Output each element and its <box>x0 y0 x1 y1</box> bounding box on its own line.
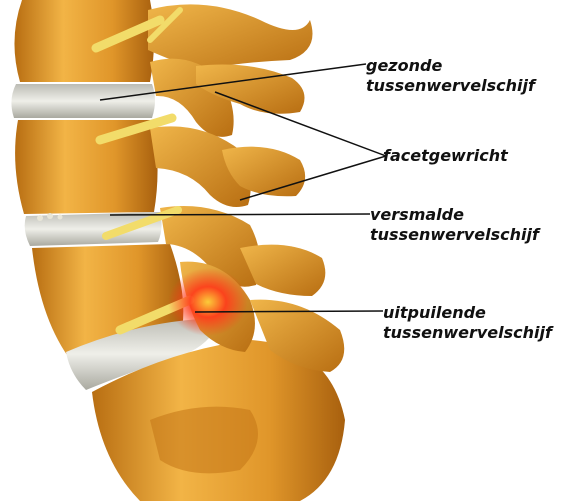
leader-line-bulging-disc <box>195 311 383 312</box>
narrowed-disc <box>25 212 162 246</box>
middle-vertebra <box>15 120 157 214</box>
label-narrowed-disc-line2: tussenwervelschijf <box>370 225 539 245</box>
upper-vertebra <box>14 0 154 82</box>
label-bulging-disc-line2: tussenwervelschijf <box>383 323 552 343</box>
label-bulging-disc: uitpuilende tussenwervelschijf <box>383 303 552 343</box>
label-facet-joint-line1: facetgewricht <box>383 146 508 166</box>
label-narrowed-disc: versmalde tussenwervelschijf <box>370 205 539 245</box>
leader-line-narrowed-disc <box>110 214 370 215</box>
label-healthy-disc-line1: gezonde <box>366 56 535 76</box>
label-healthy-disc: gezonde tussenwervelschijf <box>366 56 535 96</box>
label-facet-joint: facetgewricht <box>383 146 508 166</box>
label-narrowed-disc-line1: versmalde <box>370 205 539 225</box>
inflamed-area <box>168 268 248 336</box>
label-bulging-disc-line1: uitpuilende <box>383 303 552 323</box>
healthy-disc <box>11 84 155 118</box>
label-healthy-disc-line2: tussenwervelschijf <box>366 76 535 96</box>
